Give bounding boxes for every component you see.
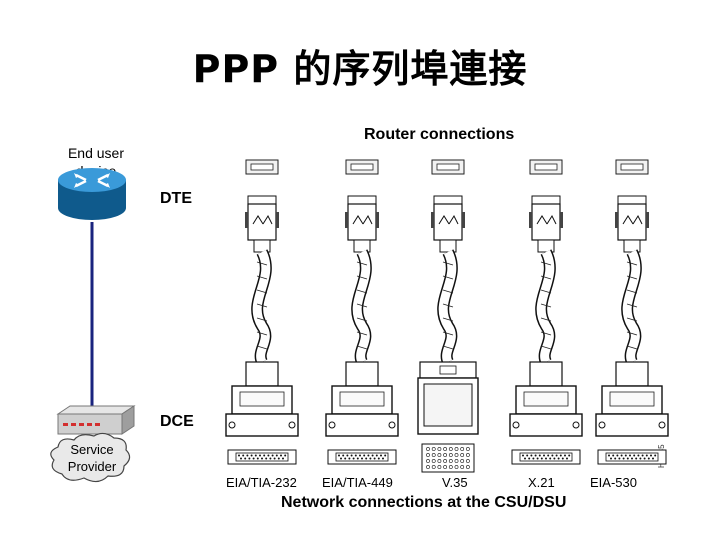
cable-label-v35: V.35: [442, 475, 468, 490]
modem-icon: [56, 405, 136, 435]
connector-face: [511, 449, 581, 465]
cable-body: [437, 249, 458, 365]
cable-group: [225, 159, 669, 473]
network-connector: [417, 361, 479, 435]
connector-face: [421, 443, 475, 473]
cable-assembly-eia-tia-449: [325, 159, 399, 465]
network-connector: [595, 361, 669, 437]
connector-face: [597, 449, 667, 465]
cable-label-x21: X.21: [528, 475, 555, 490]
dce-label: DCE: [160, 413, 194, 430]
network-connector: [325, 361, 399, 437]
cable-label-eia-tia-232: EIA/TIA-232: [226, 475, 297, 490]
cable-label-eia-530: EIA-530: [590, 475, 637, 490]
smart-serial-hood: [245, 195, 279, 253]
footer-caption: Network connections at the CSU/DSU: [281, 494, 567, 511]
service-provider-label: Service Provider: [67, 442, 117, 474]
router-port-connector: [615, 159, 649, 175]
router-connections-label: Router connections: [364, 126, 515, 143]
cable-body: [251, 249, 272, 365]
cable-body: [351, 249, 372, 365]
cable-body: [621, 249, 642, 365]
cable-assembly-eia-530: [595, 159, 669, 465]
connector-face: [227, 449, 297, 465]
connector-face: [327, 449, 397, 465]
router-port-connector: [245, 159, 279, 175]
smart-serial-hood: [529, 195, 563, 253]
smart-serial-hood: [431, 195, 465, 253]
cable-body: [535, 249, 556, 365]
router-port-connector: [431, 159, 465, 175]
modem-led-icon: [63, 423, 100, 426]
cable-assembly-eia-tia-232: [225, 159, 299, 465]
cable-label-eia-tia-449: EIA/TIA-449: [322, 475, 393, 490]
cable-assembly-v-35: [417, 159, 479, 473]
cloud-icon: [50, 432, 131, 483]
router-port-connector: [345, 159, 379, 175]
network-connector: [509, 361, 583, 437]
cable-assembly-x-21: [509, 159, 583, 465]
router-port-connector: [529, 159, 563, 175]
smart-serial-hood: [615, 195, 649, 253]
network-connector: [225, 361, 299, 437]
dte-label: DTE: [160, 190, 192, 207]
router-icon: [58, 168, 126, 220]
page-title: PPP 的序列埠連接: [192, 47, 528, 91]
smart-serial-hood: [345, 195, 379, 253]
